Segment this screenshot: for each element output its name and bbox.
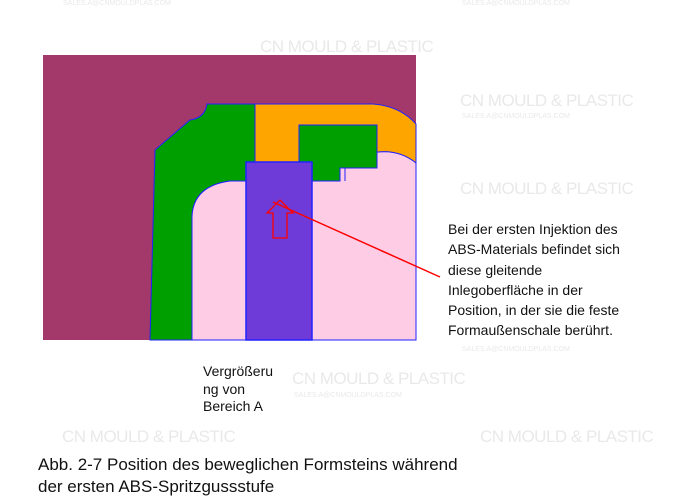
- arrow-up-icon: [265, 199, 295, 239]
- watermark-email: SALES.A@CNMOULDPLAS.COM: [63, 0, 171, 7]
- figure-caption: Abb. 2-7 Position des beweglichen Formst…: [38, 454, 458, 498]
- annotation-line: Bei der ersten Injektion des: [448, 221, 618, 237]
- watermark-brand: CN MOULD & PLASTIC: [480, 427, 654, 446]
- watermark-brand: CN MOULD & PLASTIC: [460, 179, 634, 198]
- zoom-label-line: ng von: [203, 380, 246, 397]
- annotation-line: ABS-Materials befindet sich: [448, 241, 620, 258]
- watermark-brand: CN MOULD & PLASTIC: [292, 369, 466, 388]
- sliding-insert: [245, 161, 313, 341]
- leader-line: [272, 201, 441, 278]
- watermark-brand: CN MOULD & PLASTIC: [62, 427, 236, 446]
- zoom-label-line: Bereich A: [203, 398, 263, 414]
- caption-line: Abb. 2-7 Position des beweglichen Formst…: [38, 455, 458, 474]
- annotation-line: Position, in der sie die feste: [448, 302, 620, 319]
- watermark-email: SALES.A@CNMOULDPLAS.COM: [462, 113, 570, 120]
- zoom-label: Vergrößeru ng von Bereich A: [203, 363, 273, 416]
- watermark-brand: CN MOULD & PLASTIC: [460, 91, 634, 110]
- annotation-line: Inlegoberfläche in der: [448, 281, 583, 298]
- zoom-label-line: Vergrößeru: [203, 363, 274, 379]
- annotation-line: diese gleitende: [448, 261, 543, 278]
- caption-line: der ersten ABS-Spritzgussstufe: [38, 477, 275, 496]
- watermark-email: SALES.A@CNMOULDPLAS.COM: [294, 392, 402, 399]
- watermark-brand: CN MOULD & PLASTIC: [260, 37, 434, 56]
- annotation-line: Formaußenschale berührt.: [448, 322, 613, 339]
- watermark-email: SALES.A@CNMOULDPLAS.COM: [462, 346, 570, 353]
- watermark-email: SALES.A@CNMOULDPLAS.COM: [462, 0, 570, 7]
- moving-core: [191, 151, 417, 341]
- annotation-text: Bei der ersten Injektion des ABS-Materia…: [448, 219, 620, 341]
